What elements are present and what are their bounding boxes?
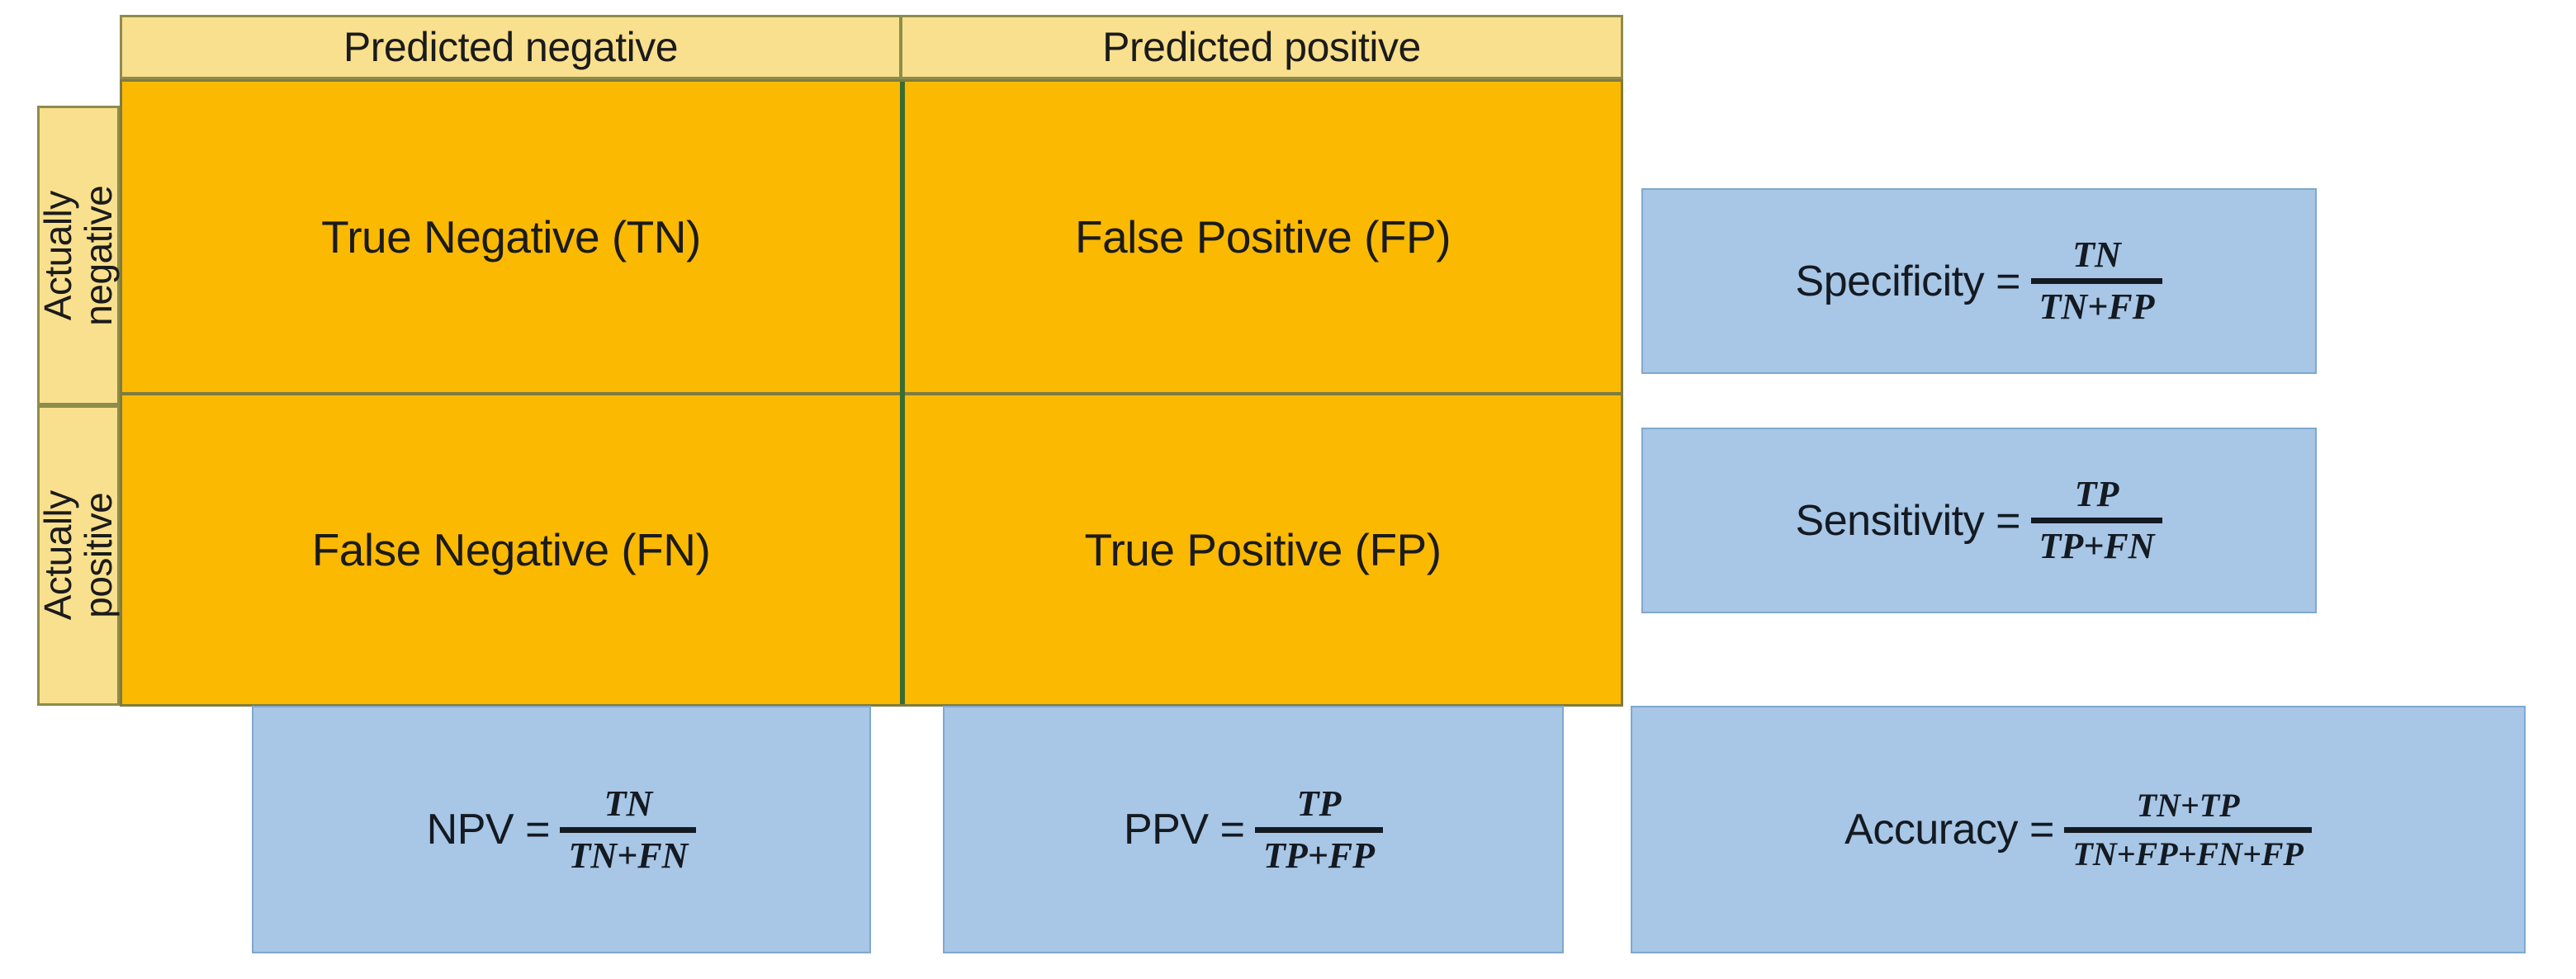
formula-ppv: PPV = TP TP+FP — [1124, 783, 1383, 876]
fraction-numerator: TN+TP — [2136, 786, 2240, 824]
row-header-actually-positive: Actually positive — [36, 405, 121, 706]
fraction-denominator: TP+FP — [1262, 835, 1375, 876]
fraction-denominator: TN+FP — [2039, 286, 2155, 327]
formula-box-specificity: Specificity = TN TN+FP — [1641, 188, 2317, 374]
fraction-numerator: TP — [2074, 474, 2119, 514]
formula-box-ppv: PPV = TP TP+FP — [943, 706, 1564, 953]
row-header-actually-negative-text: Actually negative — [36, 185, 121, 326]
fraction-numerator: TP — [1296, 783, 1342, 824]
formula-label-sensitivity: Sensitivity — [1795, 496, 1985, 545]
row-header-actually-positive-text: Actually positive — [36, 490, 121, 621]
matrix-horizontal-divider — [122, 392, 1621, 395]
formula-equals-sign: = — [2029, 806, 2055, 854]
matrix-cell-false-positive: False Positive (FP) — [1074, 211, 1451, 262]
column-header-predicted-negative: Predicted negative — [120, 15, 902, 79]
fraction-accuracy: TN+TP TN+FP+FN+FP — [2064, 786, 2312, 873]
formula-box-accuracy: Accuracy = TN+TP TN+FP+FN+FP — [1631, 706, 2526, 953]
fraction-npv: TN TN+FN — [560, 783, 697, 876]
row-header-line2: negative — [77, 185, 121, 326]
formula-equals-sign: = — [1996, 257, 2021, 305]
formula-label-npv: NPV — [426, 806, 514, 854]
fraction-bar — [2030, 518, 2163, 523]
matrix-cell-true-positive: True Positive (FP) — [1084, 524, 1442, 575]
row-header-line1: Actually — [36, 490, 80, 621]
row-header-line2: positive — [77, 493, 121, 618]
column-header-predicted-positive: Predicted positive — [900, 15, 1623, 79]
fraction-bar — [560, 826, 697, 833]
formula-box-npv: NPV = TN TN+FN — [252, 706, 871, 953]
fraction-denominator: TN+FN — [568, 835, 689, 876]
row-header-line1: Actually — [36, 190, 80, 321]
fraction-numerator: TN — [2072, 234, 2121, 275]
row-header-actually-negative: Actually negative — [36, 106, 121, 405]
matrix-cell-false-negative: False Negative (FN) — [311, 524, 711, 575]
formula-equals-sign: = — [525, 806, 551, 854]
formula-equals-sign: = — [1996, 496, 2021, 545]
fraction-denominator: TN+FP+FN+FP — [2072, 835, 2304, 873]
fraction-ppv: TP TP+FP — [1254, 783, 1383, 876]
formula-npv: NPV = TN TN+FN — [426, 783, 697, 876]
formula-label-ppv: PPV — [1124, 806, 1209, 854]
formula-label-specificity: Specificity — [1795, 257, 1985, 305]
fraction-numerator: TN — [604, 783, 653, 824]
fraction-bar — [2030, 278, 2163, 284]
fraction-specificity: TN TN+FP — [2030, 234, 2163, 327]
fraction-bar — [2064, 826, 2312, 833]
formula-label-accuracy: Accuracy — [1844, 806, 2018, 854]
confusion-matrix-body: True Negative (TN) False Positive (FP) F… — [120, 79, 1623, 707]
fraction-denominator: TP+FN — [2039, 526, 2155, 566]
matrix-vertical-divider — [900, 82, 905, 704]
formula-specificity: Specificity = TN TN+FP — [1796, 237, 2163, 325]
formula-sensitivity: Sensitivity = TP TP+FN — [1796, 476, 2163, 565]
formula-accuracy: Accuracy = TN+TP TN+FP+FN+FP — [1844, 786, 2312, 873]
fraction-bar — [1254, 826, 1383, 833]
fraction-sensitivity: TP TP+FN — [2030, 474, 2163, 566]
formula-equals-sign: = — [1219, 806, 1245, 854]
matrix-cell-true-negative: True Negative (TN) — [321, 211, 701, 262]
formula-box-sensitivity: Sensitivity = TP TP+FN — [1641, 428, 2317, 613]
